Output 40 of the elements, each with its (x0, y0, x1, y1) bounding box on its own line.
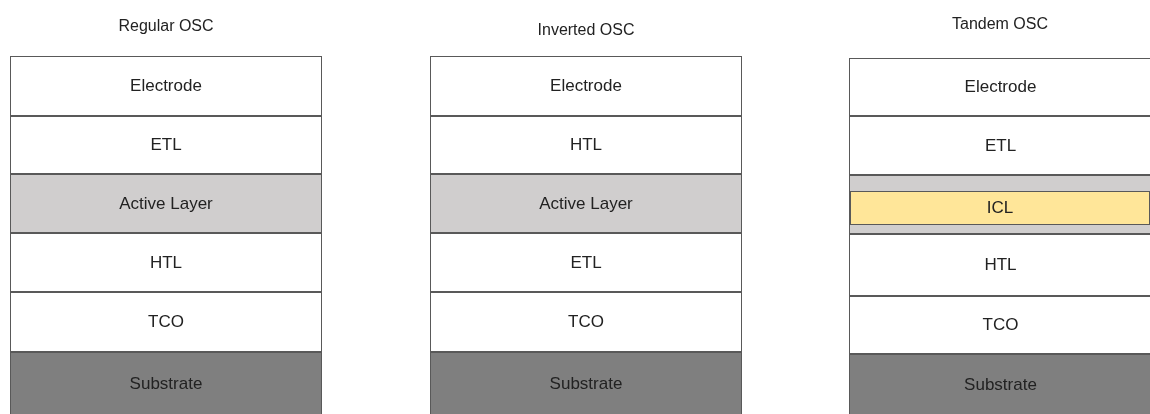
layer-label: ICL (986, 198, 1014, 218)
column-title: Tandem OSC (952, 15, 1048, 33)
layer-label: ETL (150, 135, 182, 155)
substrate-box (430, 352, 742, 414)
layer-box (849, 175, 1150, 234)
layer-label: HTL (569, 135, 603, 155)
layer-label: Active Layer (539, 193, 633, 214)
layer-box (849, 58, 1150, 116)
active-layer-box (10, 174, 322, 233)
layer-box (430, 292, 742, 352)
layer-box (430, 116, 742, 174)
layer-box (10, 116, 322, 174)
layer-box (430, 56, 742, 116)
layer-label: Substrate (129, 374, 203, 394)
layer-box (849, 116, 1150, 175)
column-title: Regular OSC (118, 17, 214, 35)
layer-box (10, 56, 322, 116)
layer-box (849, 234, 1150, 296)
substrate-box (10, 352, 322, 414)
layer-label: ETL (984, 135, 1017, 156)
interconnecting-layer-box (850, 191, 1150, 225)
layer-box (10, 292, 322, 352)
layer-label: HTL (149, 252, 183, 273)
layer-label: Electrode (550, 76, 622, 96)
layer-label: TCO (148, 312, 184, 332)
layer-box (10, 233, 322, 292)
layer-label: ETL (570, 252, 602, 273)
active-layer-box (430, 174, 742, 233)
layer-label: Substrate (549, 374, 623, 394)
substrate-box (849, 354, 1150, 414)
layer-label: Active Layer (119, 193, 213, 214)
layer-label: Substrate (964, 375, 1037, 395)
column-title: Inverted OSC (537, 21, 635, 39)
layer-label: Electrode (964, 77, 1037, 97)
layer-box (849, 296, 1150, 354)
layer-box (430, 233, 742, 292)
layer-label: TCO (568, 312, 604, 332)
layer-label: HTL (984, 255, 1017, 275)
layer-label: Electrode (130, 76, 202, 96)
layer-label: TCO (982, 315, 1019, 335)
